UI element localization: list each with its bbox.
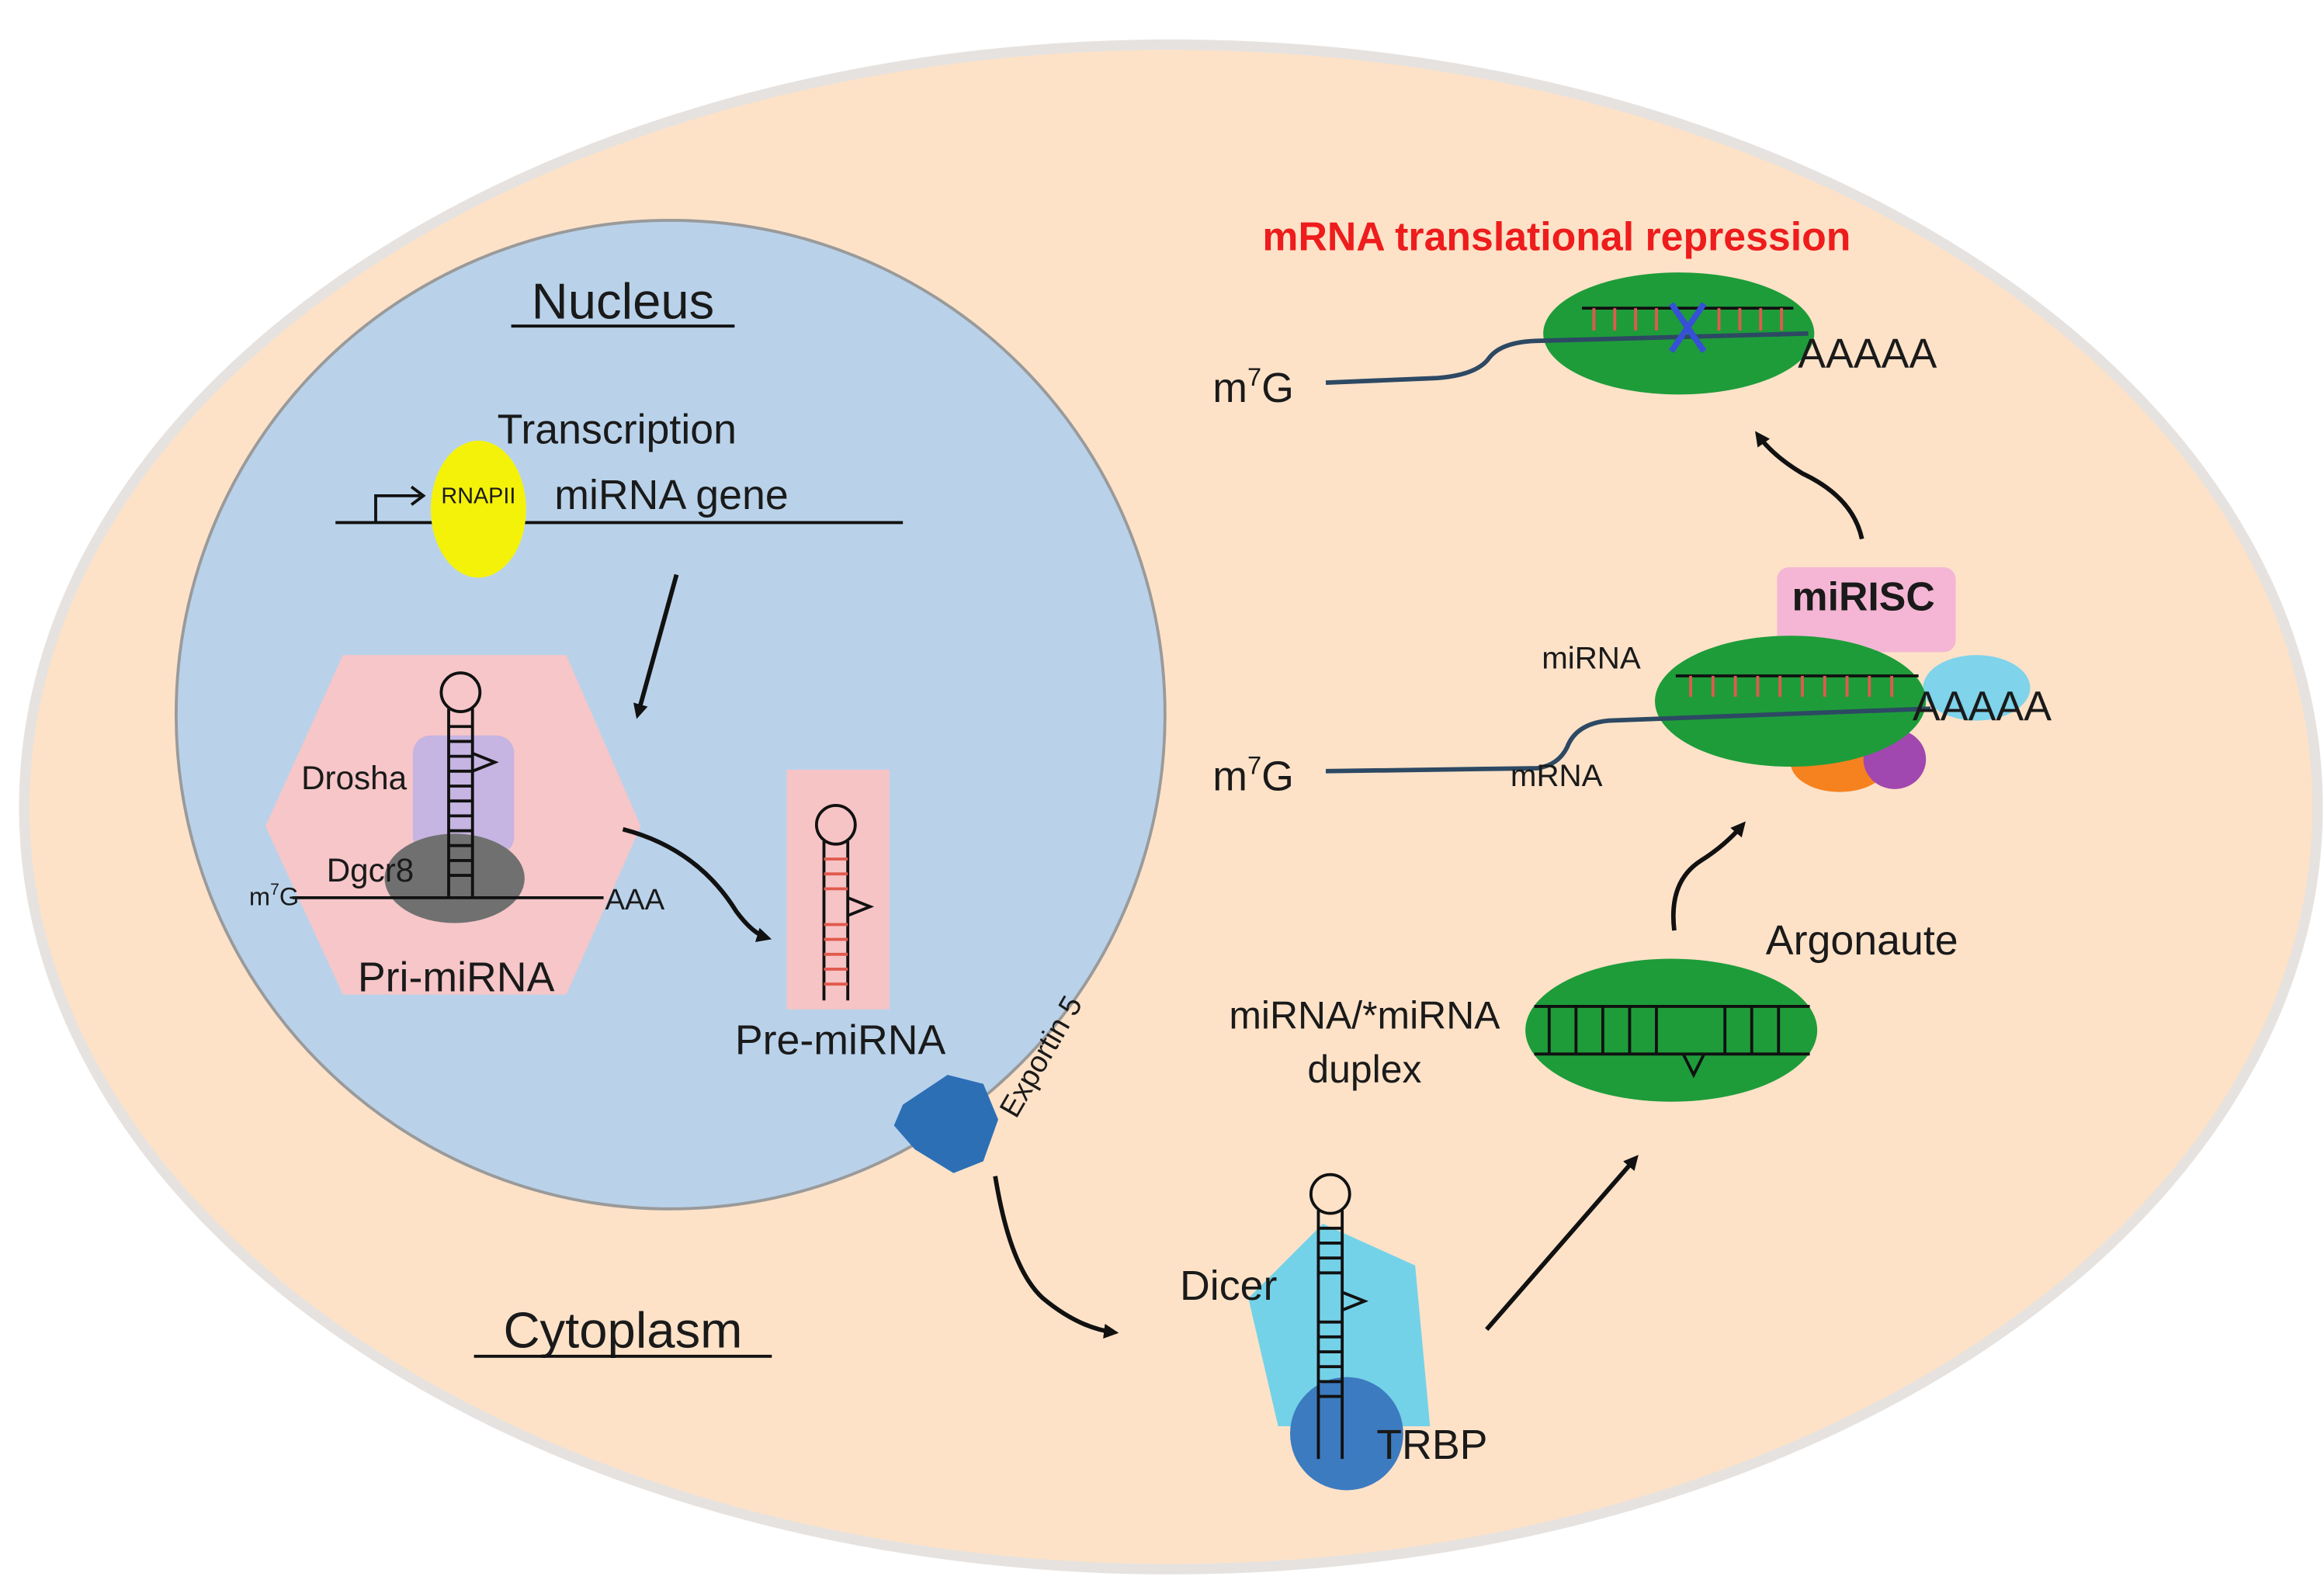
transcription-arrow [633, 573, 679, 719]
pri-aaa-label: AAA [605, 883, 664, 916]
mirisc-label-box [1777, 566, 1956, 653]
tss-arrow-icon [374, 494, 421, 523]
mrna-label: mRNA [1511, 758, 1603, 793]
loading-arrow [1670, 821, 1746, 931]
mirisc-base-pairs [1689, 676, 1894, 697]
pri-mirna-hairpin [439, 671, 499, 898]
argonaute-blob [1525, 958, 1818, 1102]
mirna-duplex [1534, 1005, 1810, 1079]
dicer-pentagon [1248, 1224, 1431, 1426]
dicing-arrow [1485, 1155, 1639, 1332]
tss-arrowhead-icon [410, 485, 426, 506]
m7g-label-mirisc: m7G [1212, 751, 1294, 800]
exportin5-blob [893, 1075, 998, 1173]
target-mrna-strand [1325, 706, 1931, 774]
nucleus-label: Nucleus [532, 273, 715, 330]
drosha-cleavage-arrow [622, 826, 772, 943]
dicer-label: Dicer [1180, 1263, 1277, 1309]
mirisc-label: miRISC [1792, 574, 1935, 619]
m7g-label-repression: m7G [1212, 362, 1294, 411]
repression-title: mRNA translational repression [1262, 213, 1851, 258]
dgcr8-label: Dgcr8 [327, 852, 415, 889]
transcription-label: Transcription [498, 407, 737, 453]
polya-tail-repression: AAAAA [1798, 331, 1937, 377]
repression-argonaute-blob [1543, 272, 1815, 395]
polya-tail-mirisc: AAAAA [1913, 684, 2052, 730]
pre-mirna-label: Pre-miRNA [735, 1017, 946, 1063]
mirisc-argonaute-blob [1655, 636, 1927, 767]
repression-base-pairs [1592, 308, 1784, 331]
mirna-label: miRNA [1542, 640, 1641, 675]
translation-block-x-icon [1668, 302, 1707, 353]
rnapii-blob [430, 440, 526, 578]
mirna-gene-label: miRNA gene [554, 472, 788, 518]
dicer-hairpin [1309, 1173, 1369, 1460]
duplex-label-line1: miRNA/*miRNA [1229, 994, 1500, 1037]
trbp-label: TRBP [1376, 1422, 1487, 1468]
rnapii-label: RNAPII [441, 483, 515, 508]
pre-mirna-hairpin [814, 804, 875, 1001]
export-arrow [993, 1176, 1119, 1339]
dgcr8-blob [384, 833, 525, 923]
repressed-mrna-strand [1325, 331, 1809, 385]
repression-arrow [1755, 431, 1864, 540]
pre-mirna-rungs [824, 857, 848, 986]
cytoplasm-label: Cytoplasm [503, 1301, 742, 1358]
cyan-cofactor-blob [1923, 655, 2031, 721]
pri-mirna-label: Pri-miRNA [358, 954, 555, 1001]
drosha-label: Drosha [301, 760, 408, 796]
argonaute-label: Argonaute [1766, 917, 1958, 964]
duplex-label-line2: duplex [1307, 1048, 1421, 1091]
pri-m7g-label: m7G [249, 881, 299, 910]
